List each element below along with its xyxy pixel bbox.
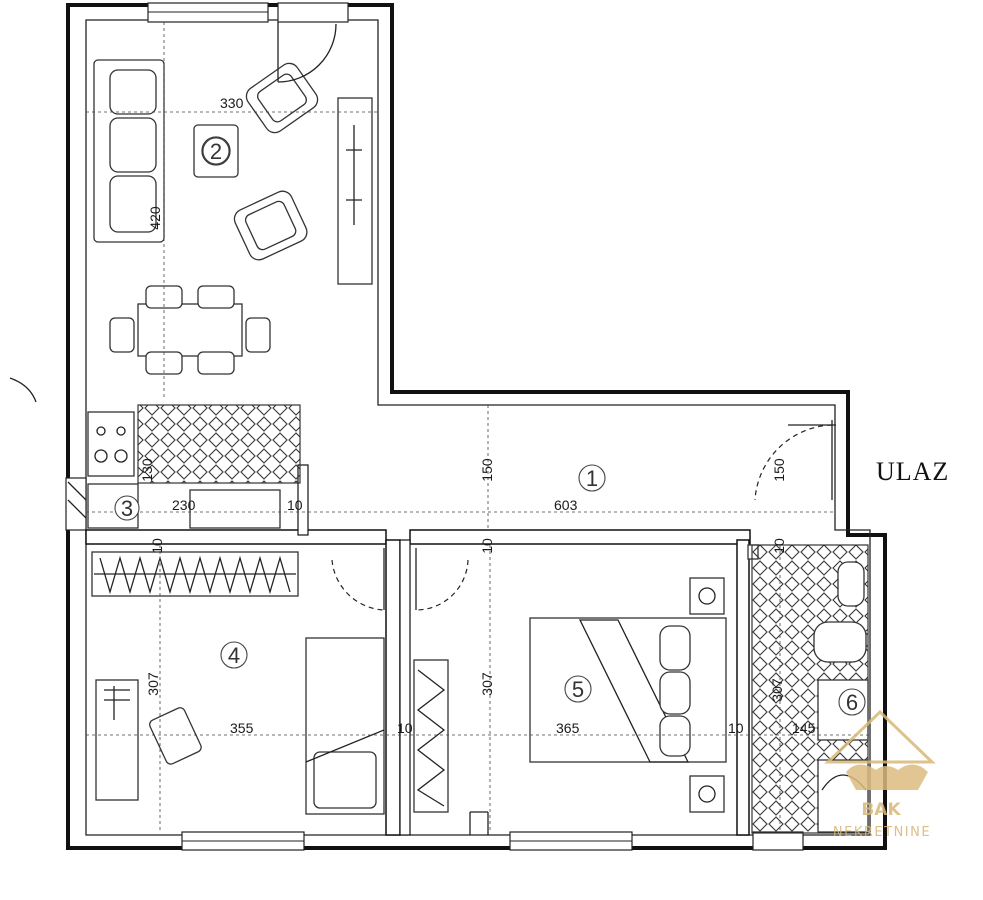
room-number-2: 2 [202, 137, 230, 165]
dim-bath-depth: 307 [769, 678, 785, 702]
room-number-2-label: 2 [210, 139, 222, 164]
entrance-label: ULAZ [876, 457, 949, 486]
dim-entry-depth: 150 [771, 458, 787, 482]
room-number-4-label: 4 [228, 643, 240, 668]
watermark-brand: BAK [861, 800, 901, 820]
dim-kitchen-wall: 10 [287, 497, 303, 513]
dim-bed4-wall-right: 10 [397, 720, 413, 736]
watermark-logo: BAK NEKRETNINE [824, 709, 936, 840]
dim-kitchen-width: 230 [172, 497, 196, 513]
dim-bed4-width: 355 [230, 720, 254, 736]
kitchen [67, 404, 301, 529]
room-number-6-label: 6 [846, 690, 858, 715]
room-number-3-label: 3 [121, 496, 133, 521]
room-number-1-label: 1 [586, 466, 598, 491]
dimension-lines [86, 22, 870, 833]
dim-bed5-width: 365 [556, 720, 580, 736]
room-number-1: 1 [578, 464, 606, 492]
bathroom [751, 544, 869, 834]
room-number-3: 3 [114, 495, 140, 521]
dim-bath-wall-top: 10 [771, 538, 787, 554]
dim-bed5-depth: 307 [479, 672, 495, 696]
windows [65, 2, 804, 851]
stray-mark [9, 377, 37, 403]
dim-bed4-depth: 307 [145, 672, 161, 696]
bedroom-4 [91, 548, 385, 815]
dim-kitchen-depth: 130 [139, 458, 155, 482]
dim-living-depth: 420 [147, 206, 163, 230]
living-room [93, 22, 373, 375]
interior-walls [85, 464, 751, 836]
exterior-walls [66, 3, 887, 850]
dim-hall-depth: 150 [479, 458, 495, 482]
room-number-4: 4 [220, 641, 248, 669]
dim-bed5-wall-top: 10 [479, 538, 495, 554]
dim-hall-width: 603 [554, 497, 578, 513]
room-number-5: 5 [564, 675, 592, 703]
watermark-subtitle: NEKRETNINE [833, 825, 931, 840]
dim-living-width: 330 [220, 95, 244, 111]
room-number-6: 6 [838, 688, 866, 716]
dim-bed4-wall-top: 10 [149, 538, 165, 554]
dim-bath-width: 145 [792, 720, 816, 736]
dim-bed5-wall-right: 10 [728, 720, 744, 736]
bedroom-5 [413, 548, 727, 835]
hallway [747, 420, 836, 560]
room-number-5-label: 5 [572, 677, 584, 702]
